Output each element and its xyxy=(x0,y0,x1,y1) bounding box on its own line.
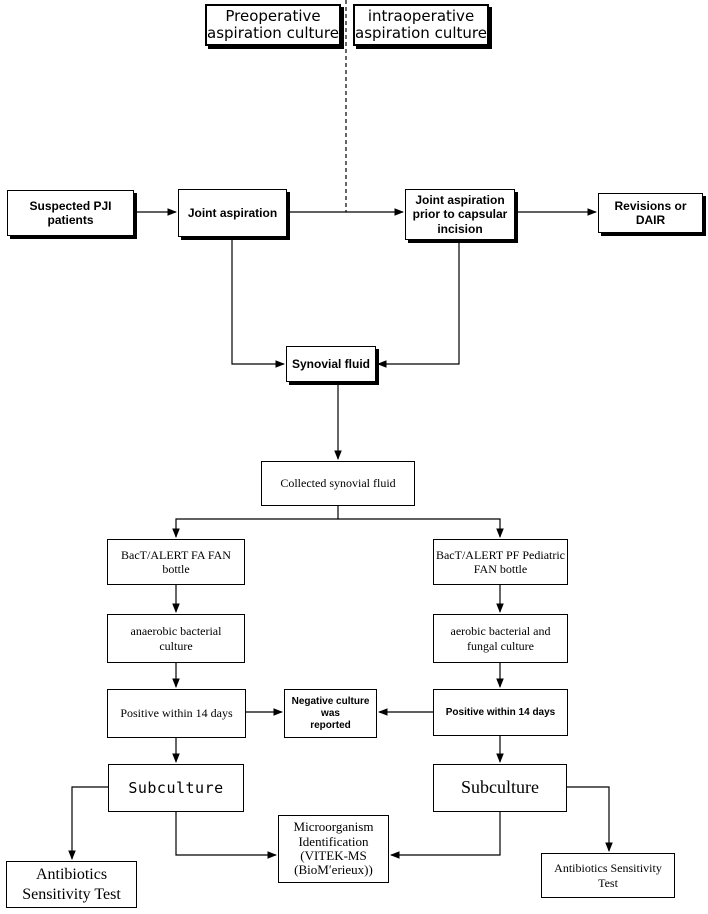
arrow-subculture-left-to-micro xyxy=(175,812,277,859)
arrow-subculture-left-to-ast xyxy=(68,786,108,860)
bactalert-pf-bottle-box: BacT/ALERT PF Pediatric FAN bottle xyxy=(433,539,568,585)
preoperative-header: Preoperative aspiration culture xyxy=(205,4,341,46)
arrow-collected-to-pf-bottle xyxy=(338,518,504,538)
suspected-pji-patients-box: Suspected PJI patients xyxy=(7,190,134,236)
arrow-collected-to-fa-bottle xyxy=(172,506,339,538)
aerobic-fungal-culture-box: aerobic bacterial and fungal culture xyxy=(433,614,568,663)
arrow-subculture-right-to-micro xyxy=(390,812,501,859)
arrow-subculture-right-to-ast xyxy=(567,786,613,852)
antibiotics-sensitivity-left-box: Antibiotics Sensitivity Test xyxy=(6,861,137,908)
subculture-right-box: Subculture xyxy=(433,764,567,812)
anaerobic-culture-box: anaerobic bacterial culture xyxy=(107,614,245,663)
synovial-fluid-box: Synovial fluid xyxy=(286,346,376,382)
positive-right-box: Positive within 14 days xyxy=(433,689,568,736)
bactalert-fa-bottle-box: BacT/ALERT FA FAN bottle xyxy=(107,539,245,585)
microorganism-identification-box: Microorganism Identification (VITEK-MS (… xyxy=(278,815,389,883)
intraoperative-header: intraoperative aspiration culture xyxy=(353,4,489,46)
revisions-or-dair-box: Revisions or DAIR xyxy=(598,193,703,233)
antibiotics-sensitivity-right-box: Antibiotics Sensitivity Test xyxy=(541,853,675,898)
arrow-capsular-to-synovial xyxy=(377,240,460,368)
negative-culture-box: Negative culture was reported xyxy=(284,689,377,738)
subculture-left-box: Subculture xyxy=(108,764,244,812)
arrow-aspiration-to-synovial xyxy=(231,237,285,368)
joint-aspiration-capsular-box: Joint aspiration prior to capsular incis… xyxy=(405,189,515,240)
joint-aspiration-box: Joint aspiration xyxy=(178,189,287,237)
positive-left-box: Positive within 14 days xyxy=(107,689,246,738)
collected-synovial-fluid-box: Collected synovial fluid xyxy=(261,461,415,506)
